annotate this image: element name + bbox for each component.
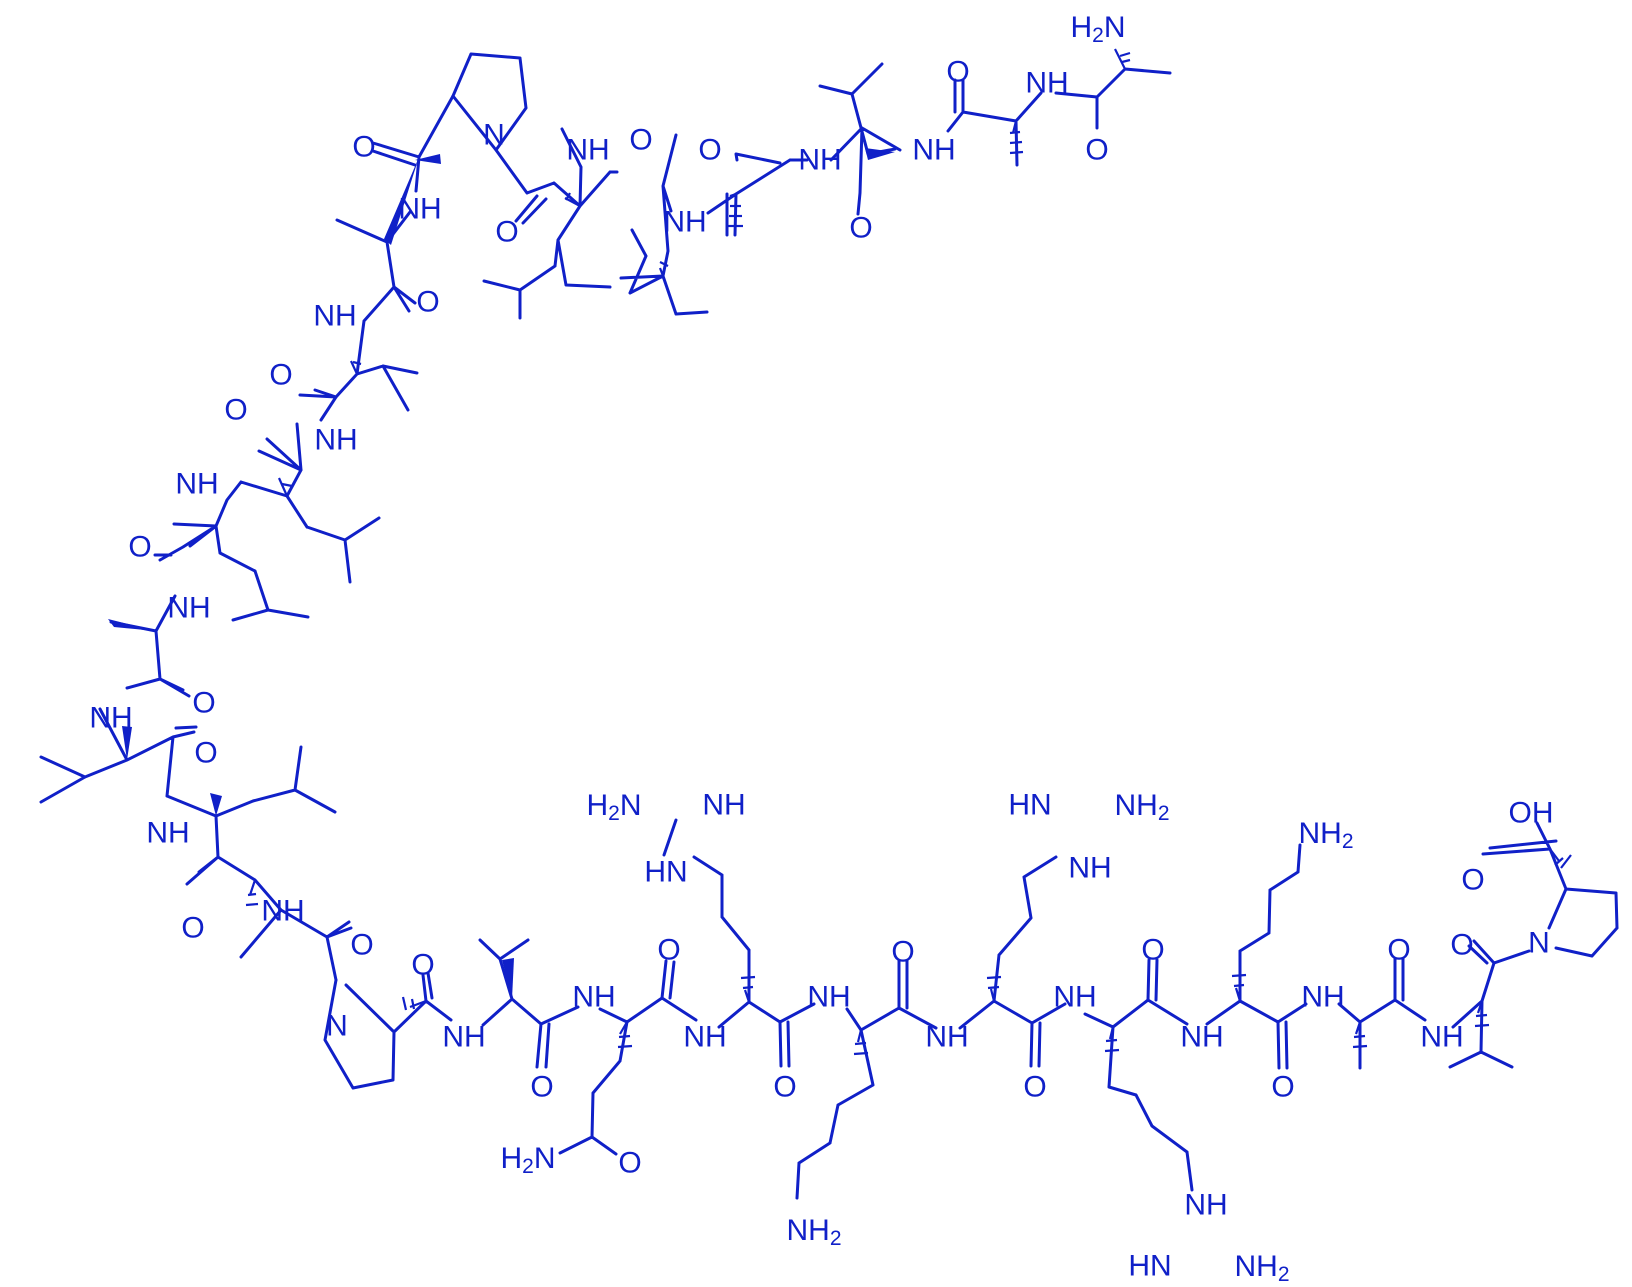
- atom-nh: NH: [702, 789, 745, 822]
- atom-h2n: H2N: [586, 789, 641, 825]
- atom-o: O: [773, 1071, 796, 1104]
- atom-nh: NH: [566, 134, 609, 167]
- atom-nh2: NH2: [786, 1214, 841, 1250]
- atom-nh2: NH2: [1114, 789, 1169, 825]
- atom-nh: NH: [1025, 67, 1068, 100]
- atom-nh: NH: [167, 592, 210, 625]
- bond-network-bottom: [323, 818, 1619, 1200]
- atom-o: O: [194, 737, 217, 770]
- atom-nh: NH: [1053, 981, 1096, 1014]
- atom-oh: OH: [1509, 797, 1554, 830]
- atom-nh: NH: [572, 981, 615, 1014]
- atom-o: O: [224, 394, 247, 427]
- atom-nh: NH: [398, 193, 441, 226]
- atom-o: O: [530, 1071, 553, 1104]
- atom-o: O: [181, 912, 204, 945]
- atom-o: O: [1141, 934, 1164, 967]
- atom-nh: NH: [1420, 1021, 1463, 1054]
- atom-o: O: [849, 212, 872, 245]
- atom-nh: NH: [313, 300, 356, 333]
- atom-nh2: NH2: [1234, 1250, 1289, 1286]
- atom-nh: NH: [146, 817, 189, 850]
- atom-nh: NH: [261, 895, 304, 928]
- atom-nh: NH: [925, 1021, 968, 1054]
- atom-nh: NH: [314, 424, 357, 457]
- atom-nh: NH: [175, 468, 218, 501]
- atom-o: O: [128, 531, 151, 564]
- atom-nh: NH: [663, 206, 706, 239]
- atom-nh: NH: [798, 144, 841, 177]
- atom-labels: H2N NH O O NH NH O NH O NH O N O O NH O …: [89, 11, 1553, 1286]
- atom-nh: NH: [912, 134, 955, 167]
- atom-o: O: [416, 286, 439, 319]
- atom-o: O: [269, 359, 292, 392]
- atom-o: O: [946, 56, 969, 89]
- bond-network-left: [39, 94, 455, 982]
- atom-hn: HN: [644, 856, 687, 889]
- atom-o: O: [1387, 934, 1410, 967]
- atom-o: O: [629, 124, 652, 157]
- atom-o: O: [350, 929, 373, 962]
- atom-nh: NH: [442, 1021, 485, 1054]
- atom-n: N: [483, 119, 505, 152]
- stereo-hash-bonds: [245, 48, 1572, 1056]
- atom-nh: NH: [89, 702, 132, 735]
- atom-h2n: H2N: [500, 1142, 555, 1178]
- atom-o: O: [192, 687, 215, 720]
- atom-o: O: [495, 216, 518, 249]
- atom-o: O: [698, 134, 721, 167]
- stereo-bonds: [108, 148, 895, 999]
- atom-o: O: [411, 949, 434, 982]
- atom-o: O: [618, 1147, 641, 1180]
- atom-o: O: [1450, 929, 1473, 962]
- atom-o: O: [352, 131, 375, 164]
- atom-o: O: [1085, 134, 1108, 167]
- atom-nh2: NH2: [1298, 817, 1353, 853]
- atom-nh: NH: [807, 981, 850, 1014]
- atom-o: O: [1271, 1071, 1294, 1104]
- atom-nh: NH: [1068, 852, 1111, 885]
- atom-nh: NH: [1180, 1021, 1223, 1054]
- atom-o: O: [657, 934, 680, 967]
- atom-o: O: [1461, 864, 1484, 897]
- atom-n: N: [326, 1010, 348, 1043]
- atom-n: N: [1528, 927, 1550, 960]
- atom-nh: NH: [683, 1021, 726, 1054]
- atom-h2n-n-terminus: H2N: [1070, 11, 1125, 47]
- atom-o: O: [891, 936, 914, 969]
- atom-hn: HN: [1008, 789, 1051, 822]
- atom-nh: NH: [1184, 1189, 1227, 1222]
- atom-nh: NH: [1301, 981, 1344, 1014]
- atom-o: O: [1023, 1071, 1046, 1104]
- atom-hn: HN: [1128, 1250, 1171, 1283]
